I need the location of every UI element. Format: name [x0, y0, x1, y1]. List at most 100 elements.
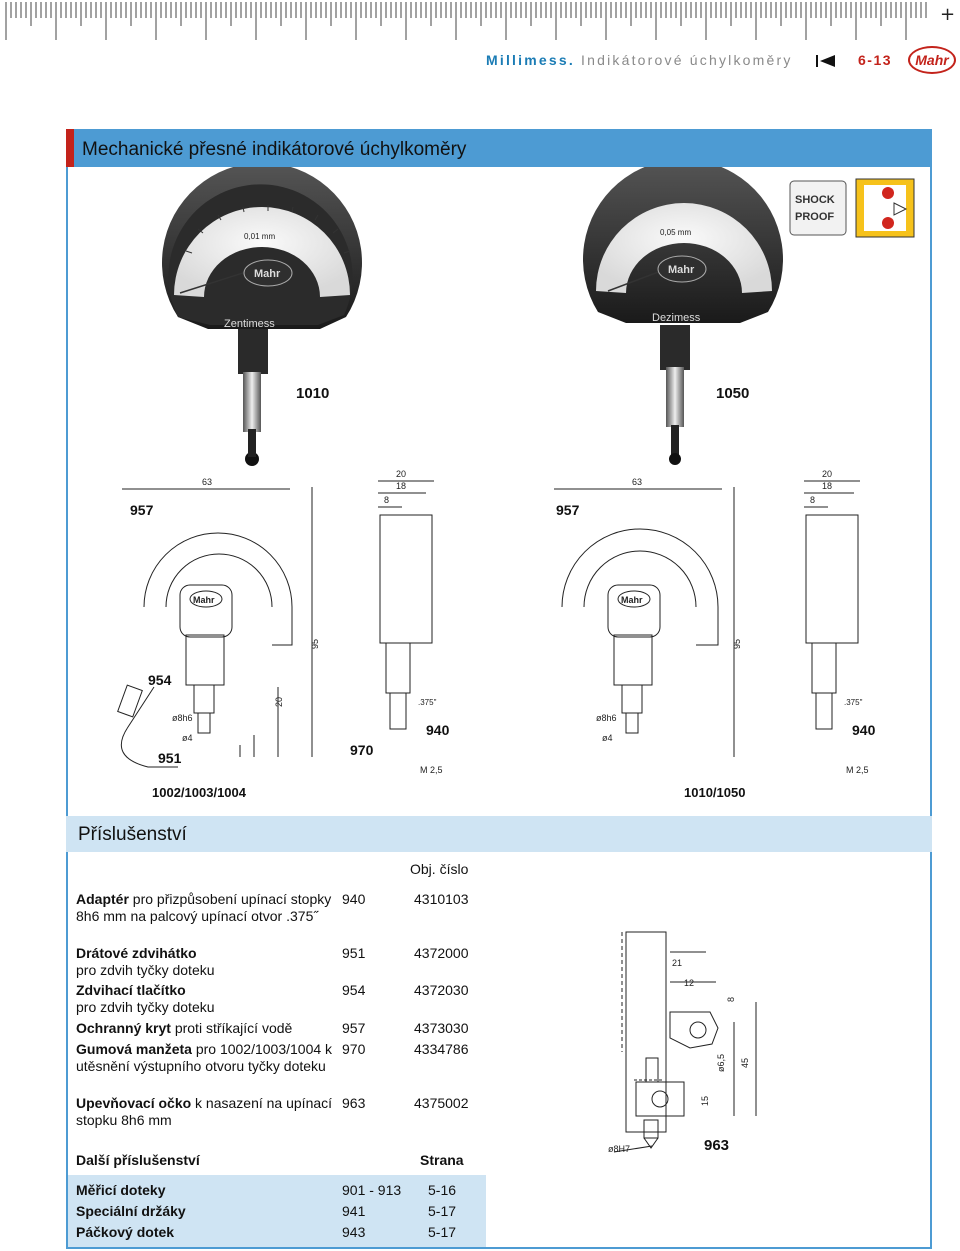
mahr-logo: Mahr — [908, 46, 956, 74]
further-accessories-header — [68, 1143, 486, 1175]
accessory-name: Upevňovací očko — [76, 1095, 192, 1111]
gauge-left-logo: Mahr — [254, 268, 281, 280]
svg-text:ø6,5: ø6,5 — [716, 1054, 726, 1072]
page-column-header: Strana — [420, 1152, 464, 1168]
svg-text:Mahr: Mahr — [193, 595, 215, 605]
svg-text:ø8h6: ø8h6 — [172, 713, 193, 723]
top-ruler — [5, 2, 927, 40]
page-title: Mechanické přesné indikátorové úchylkomě… — [82, 139, 467, 160]
accessory-code: 4310103 — [414, 891, 469, 907]
further-accessories-title: Další příslušenství — [76, 1152, 200, 1168]
svg-text:ø4: ø4 — [602, 733, 613, 743]
accessory-ref: 970 — [342, 1041, 366, 1057]
order-number-column-header: Obj. číslo — [410, 861, 469, 877]
title-accent — [66, 129, 74, 167]
svg-text:95: 95 — [732, 639, 742, 649]
gauge-right-model: 1050 — [716, 385, 749, 402]
ref-957-left: 957 — [130, 502, 154, 518]
accessory-name: Gumová manžeta — [76, 1041, 192, 1057]
header-brand: Millimess. — [486, 52, 575, 68]
further-name: Páčkový dotek — [76, 1224, 175, 1240]
accessory-ref: 940 — [342, 891, 366, 907]
back-arrow-icon — [816, 55, 835, 67]
accessory-desc: pro zdvih tyčky doteku — [76, 999, 215, 1015]
ref-970: 970 — [350, 742, 374, 758]
drawing-left-models: 1002/1003/1004 — [152, 785, 247, 800]
svg-text:8: 8 — [384, 495, 389, 505]
product-illustration: Mahr 0,01 mm Zentimess 1010 Mahr 0,05 mm… — [68, 159, 930, 813]
ref-957-right: 957 — [556, 502, 580, 518]
technical-drawing-right: 63 Mahr 95 957 ø8h6 ø4 20 18 8 .375" 940… — [554, 469, 876, 800]
svg-text:M 2,5: M 2,5 — [846, 765, 869, 775]
svg-text:8: 8 — [810, 495, 815, 505]
gauge-right-logo: Mahr — [668, 264, 695, 276]
svg-text:20: 20 — [822, 469, 832, 479]
accessory-desc: k nasazení na upínací stopku 8h6 mm — [76, 1095, 333, 1128]
svg-text:20: 20 — [274, 697, 284, 707]
shock-proof-badge: SHOCK PROOF — [789, 178, 915, 238]
svg-text:ø8h6: ø8h6 — [596, 713, 617, 723]
header-section: Indikátorové úchylkoměry — [581, 52, 793, 68]
ref-940-left: 940 — [426, 722, 450, 738]
accessory-ref: 957 — [342, 1020, 366, 1036]
eyelet-drawing-panel: 21 12 8 ø6,5 45 15 ø8H7 963 — [486, 852, 930, 1247]
svg-text:12: 12 — [684, 978, 694, 988]
further-ref: 943 — [342, 1224, 366, 1240]
svg-text:18: 18 — [822, 481, 832, 491]
accessory-name: Adaptér — [76, 891, 129, 907]
accessory-ref: 963 — [342, 1095, 366, 1111]
gauge-left-model: 1010 — [296, 385, 329, 402]
svg-text:18: 18 — [396, 481, 406, 491]
svg-text:15: 15 — [700, 1096, 710, 1106]
svg-text:45: 45 — [740, 1058, 750, 1068]
svg-text:PROOF: PROOF — [795, 211, 834, 223]
further-ref: 941 — [342, 1203, 366, 1219]
accessories-title: Příslušenství — [78, 824, 187, 845]
further-accessories-table — [68, 1175, 486, 1247]
svg-text:8: 8 — [726, 997, 736, 1002]
further-name: Speciální držáky — [76, 1203, 186, 1219]
accessory-name: Drátové zdvihátko — [76, 945, 197, 961]
svg-text:Mahr: Mahr — [621, 595, 643, 605]
further-page: 5-17 — [428, 1203, 457, 1219]
gauge-left-scale: 0,01 mm — [244, 232, 275, 241]
ref-954: 954 — [148, 672, 172, 688]
accessories-table — [68, 852, 486, 1152]
title-bar — [66, 129, 932, 167]
technical-drawing-left: 63 Mahr 95 20 954 951 957 ø8h6 ø4 20 — [117, 469, 450, 800]
further-page: 5-17 — [428, 1224, 457, 1240]
accessory-ref: 954 — [342, 982, 366, 998]
accessory-name: Zdvihací tlačítko — [76, 982, 186, 998]
accessory-name: Ochranný kryt — [76, 1020, 171, 1036]
svg-text:ø8H7: ø8H7 — [608, 1144, 630, 1154]
accessory-code: 4334786 — [414, 1041, 469, 1057]
svg-text:.375": .375" — [844, 698, 863, 707]
accessory-desc: proti stříkající vodě — [170, 1020, 293, 1036]
gauge-left-name: Zentimess — [224, 318, 275, 330]
further-name: Měřicí doteky — [76, 1182, 166, 1198]
svg-text:95: 95 — [310, 639, 320, 649]
svg-text:21: 21 — [672, 958, 682, 968]
ref-951: 951 — [158, 750, 182, 766]
gauge-photo-left: Mahr 0,01 mm Zentimess 1010 — [162, 162, 362, 466]
drawing-right-models: 1010/1050 — [684, 785, 745, 800]
svg-text:SHOCK: SHOCK — [795, 194, 835, 206]
gauge-right-name: Dezimess — [652, 312, 701, 324]
gauge-right-scale: 0,05 mm — [660, 228, 691, 237]
svg-text:20: 20 — [396, 469, 406, 479]
accessory-code: 4372030 — [414, 982, 469, 998]
accessory-ref: 951 — [342, 945, 366, 961]
gauge-photo-right: Mahr 0,05 mm Dezimess 1050 — [583, 159, 783, 465]
running-header: Millimess. Indikátorové úchylkoměry — [486, 52, 793, 72]
further-page: 5-16 — [428, 1182, 457, 1198]
svg-text:M 2,5: M 2,5 — [420, 765, 443, 775]
accessory-code: 4375002 — [414, 1095, 469, 1111]
accessory-desc: pro zdvih tyčky doteku — [76, 962, 215, 978]
page-number: 6-13 — [858, 52, 893, 68]
svg-text:ø4: ø4 — [182, 733, 193, 743]
svg-text:.375": .375" — [418, 698, 437, 707]
eyelet-drawing: 21 12 8 ø6,5 45 15 ø8H7 963 — [608, 931, 757, 1154]
svg-text:63: 63 — [632, 477, 642, 487]
accessory-code: 4373030 — [414, 1020, 469, 1036]
ref-940-right: 940 — [852, 722, 876, 738]
